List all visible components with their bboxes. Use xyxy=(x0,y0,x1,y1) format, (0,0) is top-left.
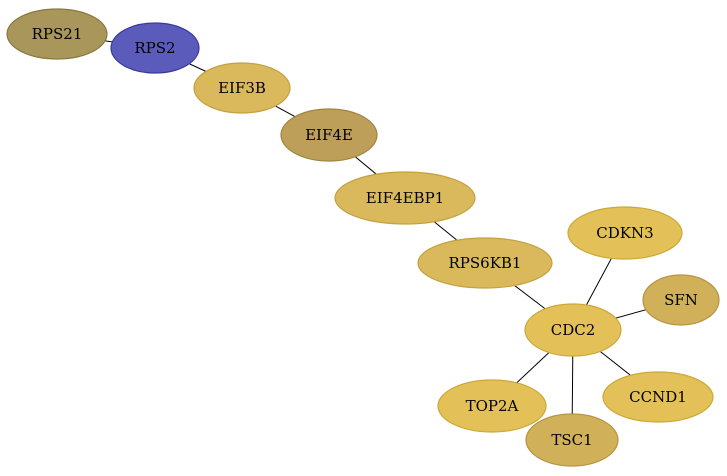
node-label-sfn: SFN xyxy=(664,291,698,309)
node-label-eif4ebp1: EIF4EBP1 xyxy=(366,189,444,207)
node-eif4e[interactable]: EIF4E xyxy=(280,108,378,162)
node-tsc1[interactable]: TSC1 xyxy=(525,413,619,467)
node-cdkn3[interactable]: CDKN3 xyxy=(567,206,683,260)
node-shape-rps2[interactable] xyxy=(110,22,200,74)
node-ccnd1[interactable]: CCND1 xyxy=(602,371,714,423)
node-shape-eif4ebp1[interactable] xyxy=(334,171,476,225)
node-shape-ccnd1[interactable] xyxy=(602,371,714,423)
node-label-rps21: RPS21 xyxy=(32,25,83,43)
node-shape-tsc1[interactable] xyxy=(525,413,619,467)
node-shape-eif4e[interactable] xyxy=(280,108,378,162)
node-cdc2[interactable]: CDC2 xyxy=(524,303,622,357)
node-label-eif3b: EIF3B xyxy=(218,79,266,97)
node-shape-cdc2[interactable] xyxy=(524,303,622,357)
node-eif4ebp1[interactable]: EIF4EBP1 xyxy=(334,171,476,225)
node-rps2[interactable]: RPS2 xyxy=(110,22,200,74)
node-label-top2a: TOP2A xyxy=(466,397,519,415)
node-label-tsc1: TSC1 xyxy=(551,431,592,449)
node-shape-rps21[interactable] xyxy=(6,8,108,60)
node-shape-sfn[interactable] xyxy=(642,274,720,326)
node-label-cdc2: CDC2 xyxy=(551,321,596,339)
node-label-rps2: RPS2 xyxy=(134,39,175,57)
node-shape-rps6kb1[interactable] xyxy=(417,237,553,289)
node-shape-cdkn3[interactable] xyxy=(567,206,683,260)
node-eif3b[interactable]: EIF3B xyxy=(193,62,291,114)
node-shape-top2a[interactable] xyxy=(437,379,547,433)
node-label-eif4e: EIF4E xyxy=(305,126,353,144)
node-sfn[interactable]: SFN xyxy=(642,274,720,326)
node-shape-eif3b[interactable] xyxy=(193,62,291,114)
node-rps21[interactable]: RPS21 xyxy=(6,8,108,60)
node-label-ccnd1: CCND1 xyxy=(629,388,687,406)
node-top2a[interactable]: TOP2A xyxy=(437,379,547,433)
node-rps6kb1[interactable]: RPS6KB1 xyxy=(417,237,553,289)
node-label-rps6kb1: RPS6KB1 xyxy=(449,254,522,272)
node-label-cdkn3: CDKN3 xyxy=(596,224,653,242)
